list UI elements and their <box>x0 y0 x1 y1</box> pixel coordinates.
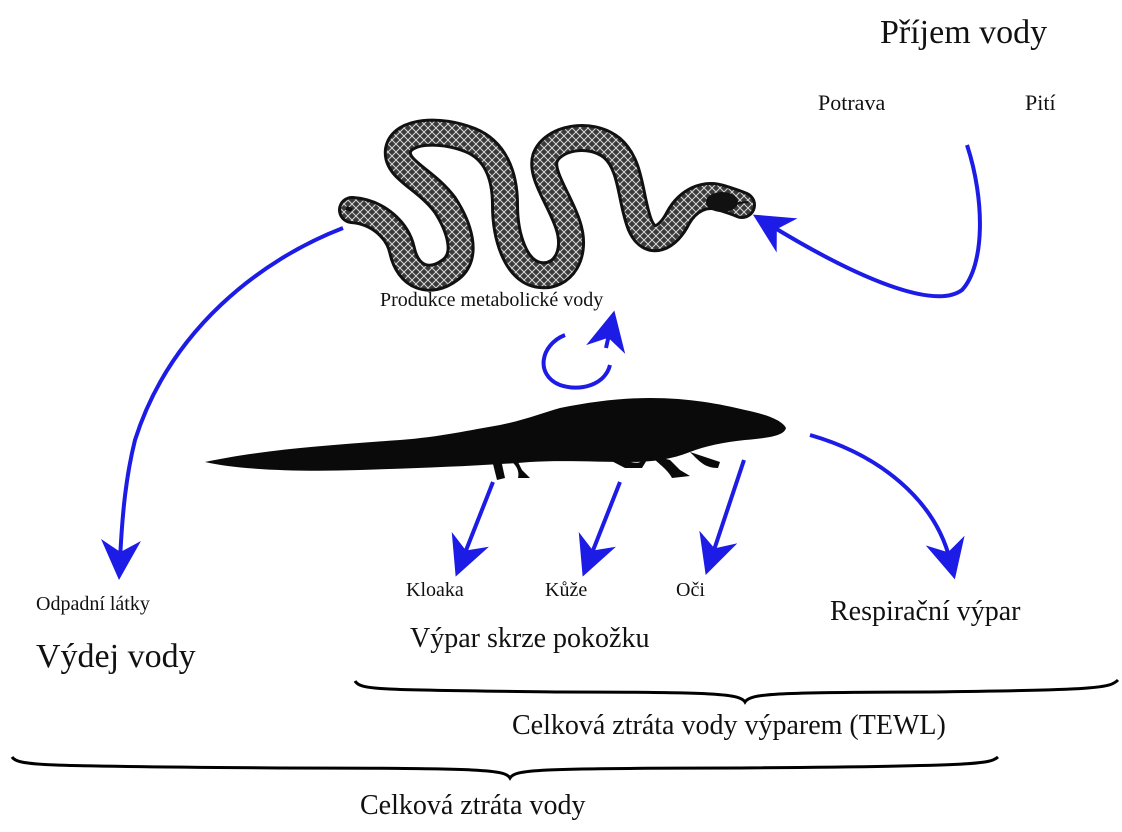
skin-arrow <box>590 482 620 558</box>
respiratory-arrow <box>810 435 950 560</box>
eyes-label: Oči <box>676 580 705 600</box>
monitor-lizard-icon <box>205 398 786 480</box>
cloaca-label: Kloaka <box>406 580 464 600</box>
total-loss-brace <box>12 757 998 778</box>
total-loss-label: Celková ztráta vody <box>360 792 585 820</box>
eyes-arrow <box>712 460 744 556</box>
metabolic-cycle-arrow-lower <box>544 335 610 388</box>
cloaca-arrow <box>463 482 493 558</box>
tewl-label: Celková ztráta vody výparem (TEWL) <box>512 712 946 740</box>
waste-label: Odpadní látky <box>36 594 150 614</box>
tewl-brace <box>355 680 1118 702</box>
snake-icon <box>346 133 748 278</box>
metabolic-water-label: Produkce metabolické vody <box>380 290 603 310</box>
intake-title: Příjem vody <box>880 16 1047 50</box>
output-title: Výdej vody <box>36 640 196 674</box>
skin-evaporation-title: Výpar skrze pokožku <box>410 625 649 653</box>
drinking-label: Pití <box>1025 92 1056 114</box>
intake-arrow <box>770 145 980 296</box>
food-label: Potrava <box>818 92 885 114</box>
skin-label: Kůže <box>545 580 587 600</box>
metabolic-cycle-arrow-head <box>606 330 610 348</box>
waste-arrow <box>120 228 343 560</box>
respiratory-label: Respirační výpar <box>830 598 1021 626</box>
